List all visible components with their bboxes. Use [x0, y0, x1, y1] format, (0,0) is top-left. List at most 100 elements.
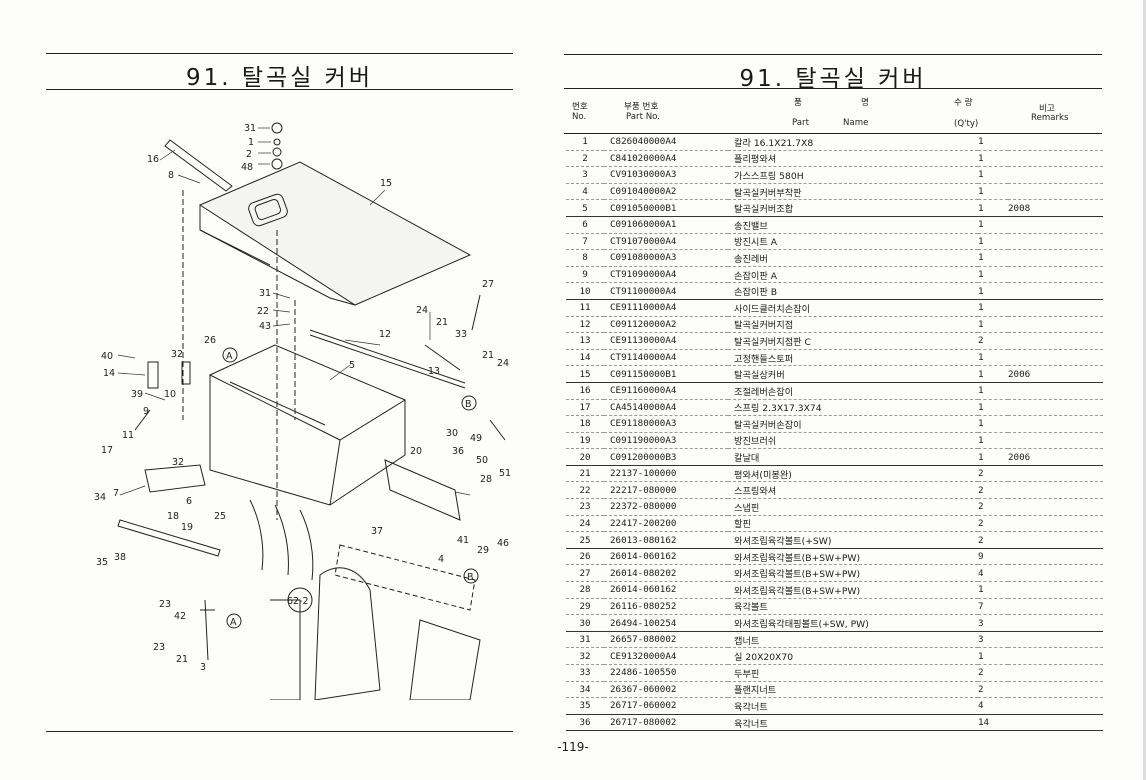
- callout-50: 50: [476, 455, 488, 466]
- part-qty: 7: [978, 598, 1008, 616]
- part-code: C091120000A2: [604, 316, 728, 334]
- part-number-index: 1: [566, 134, 604, 151]
- part-remarks: [1008, 282, 1103, 300]
- callout-40: 40: [101, 351, 113, 362]
- part-qty: 1: [978, 216, 1008, 234]
- part-name: 스프링 2.3X17.3X74: [728, 399, 978, 417]
- part-name: 탈곡실커버지점: [728, 316, 978, 334]
- callout-48: 48: [241, 162, 253, 173]
- part-qty: 1: [978, 233, 1008, 251]
- part-name: 송진레버: [728, 249, 978, 267]
- part-number-index: 7: [566, 233, 604, 251]
- part-code: 26717-060002: [604, 697, 728, 715]
- part-name: 와셔조립육각태핑볼트(+SW, PW): [728, 614, 978, 632]
- part-code: C091200000B3: [604, 448, 728, 466]
- callout-24: 24: [416, 305, 428, 316]
- callout-25: 25: [214, 511, 226, 522]
- part-qty: 2: [978, 465, 1008, 483]
- callout-37: 37: [371, 526, 383, 537]
- callout-29: 29: [477, 545, 489, 556]
- part-remarks: [1008, 581, 1103, 599]
- part-name: 할핀: [728, 515, 978, 533]
- part-remarks: [1008, 531, 1103, 549]
- part-name: 탈곡실커버부착판: [728, 183, 978, 201]
- part-qty: 1: [978, 316, 1008, 334]
- part-code: 26494-100254: [604, 614, 728, 632]
- part-name: 평와셔(미봉완): [728, 465, 978, 483]
- part-qty: 1: [978, 349, 1008, 367]
- part-remarks: [1008, 664, 1103, 682]
- part-remarks: [1008, 714, 1103, 732]
- part-qty: 2: [978, 498, 1008, 516]
- part-qty: 1: [978, 365, 1008, 383]
- part-qty: 2: [978, 531, 1008, 549]
- part-qty: 2: [978, 332, 1008, 350]
- part-code: CT91100000A4: [604, 282, 728, 300]
- part-code: 22372-080000: [604, 498, 728, 516]
- part-name: 육각너트: [728, 714, 978, 732]
- callout-7: 7: [113, 488, 119, 499]
- part-name: 칼라 16.1X21.7X8: [728, 134, 978, 151]
- part-code: 22217-080000: [604, 481, 728, 500]
- part-number-index: 12: [566, 316, 604, 334]
- callout-33: 33: [455, 329, 467, 340]
- callout-3: 3: [200, 662, 206, 673]
- part-name: 송진밸브: [728, 216, 978, 234]
- part-name: 와셔조립육각볼트(B+SW+PW): [728, 548, 978, 566]
- scan-edge: [1143, 0, 1146, 780]
- part-number-index: 6: [566, 216, 604, 234]
- header-name-en-2: Name: [843, 118, 869, 128]
- part-remarks: [1008, 465, 1103, 483]
- part-code: CE91160000A4: [604, 382, 728, 400]
- part-name: 탈곡실커버손잡이: [728, 415, 978, 433]
- part-qty: 3: [978, 631, 1008, 649]
- part-remarks: [1008, 681, 1103, 699]
- callout-10: 10: [164, 389, 176, 400]
- callout-24b: 24: [497, 358, 509, 369]
- callout-26: 26: [204, 335, 216, 346]
- part-remarks: [1008, 134, 1103, 151]
- header-name-kr-1: 품: [794, 98, 802, 108]
- callout-21c: 21: [176, 654, 188, 665]
- part-number-index: 29: [566, 598, 604, 616]
- part-number-index: 16: [566, 382, 604, 400]
- header-remarks-en: Remarks: [1031, 113, 1069, 123]
- callout-18: 18: [167, 511, 179, 522]
- part-qty: 1: [978, 199, 1008, 217]
- part-remarks: [1008, 183, 1103, 201]
- part-remarks: [1008, 316, 1103, 334]
- left-bottom-rule: [46, 731, 513, 732]
- left-page: 91. 탈곡실 커버: [0, 0, 560, 780]
- callout-6: 6: [186, 496, 192, 507]
- part-name: 육각너트: [728, 697, 978, 715]
- part-number-index: 36: [566, 714, 604, 732]
- part-code: CE91180000A3: [604, 415, 728, 433]
- header-name-kr-2: 명: [861, 98, 869, 108]
- part-code: C841020000A4: [604, 150, 728, 168]
- part-name: 와셔조립육각볼트(+SW): [728, 531, 978, 549]
- part-code: C091060000A1: [604, 216, 728, 234]
- diagram-callouts: 31 1 2 48 16 8 15 27 31 22 43 24 21 33 1…: [94, 123, 511, 673]
- right-page-title: 91. 탈곡실 커버: [739, 66, 927, 92]
- callout-2: 2: [246, 149, 252, 160]
- part-qty: 1: [978, 183, 1008, 201]
- part-remarks: 2006: [1008, 365, 1103, 383]
- part-code: 22417-200200: [604, 515, 728, 533]
- part-name: 고정핸들스토퍼: [728, 349, 978, 367]
- part-code: C091150000B1: [604, 365, 728, 383]
- header-name-en-1: Part: [792, 118, 809, 128]
